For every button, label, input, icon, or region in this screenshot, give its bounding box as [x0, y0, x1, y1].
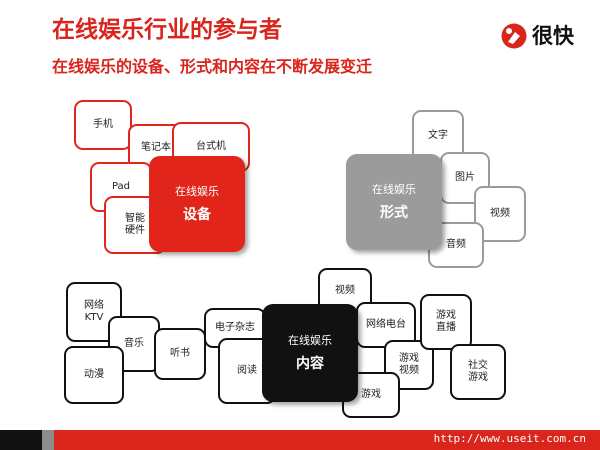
- footer-bar-gray: [42, 430, 54, 450]
- form-label: 图片: [455, 172, 475, 183]
- content-label: 电子杂志: [215, 322, 255, 333]
- hub-topic: 内容: [296, 355, 324, 372]
- hub-label: 在线娱乐: [372, 182, 416, 196]
- footer-bar-red: [54, 430, 600, 450]
- device-label: 台式机: [196, 141, 226, 152]
- brand-logo: 很快: [500, 22, 600, 50]
- footer-bar-black: [0, 430, 42, 450]
- device-label: Pad: [111, 181, 131, 192]
- content-label: 网络 KTV: [84, 300, 104, 323]
- content-game-video-box: 游戏 视频: [384, 340, 434, 390]
- content-label: 听书: [170, 348, 190, 359]
- hub-label: 在线娱乐: [175, 184, 219, 198]
- device-hub: 在线娱乐 设备: [149, 156, 245, 252]
- page-title: 在线娱乐行业的参与者: [52, 17, 282, 43]
- logo-mark-icon: [501, 23, 527, 49]
- form-image-box: 图片: [440, 152, 490, 204]
- logo-text: 很快: [532, 24, 574, 48]
- content-label: 动漫: [84, 369, 104, 380]
- device-phone-box: 手机: [74, 100, 132, 150]
- hub-label: 在线娱乐: [288, 333, 332, 347]
- content-label: 游戏: [361, 389, 381, 400]
- form-hub: 在线娱乐 形式: [346, 154, 442, 250]
- content-label: 游戏 视频: [399, 353, 419, 376]
- content-label: 音乐: [124, 338, 144, 349]
- content-anime-box: 动漫: [64, 346, 124, 404]
- content-audiobook-box: 听书: [154, 328, 206, 380]
- content-label: 社交 游戏: [468, 360, 488, 383]
- device-label: 智能 硬件: [125, 213, 145, 236]
- content-social-game-box: 社交 游戏: [450, 344, 506, 400]
- page-subtitle: 在线娱乐的设备、形式和内容在不断发展变迁: [52, 57, 373, 76]
- hub-topic: 形式: [380, 204, 408, 221]
- form-label: 音频: [446, 239, 466, 250]
- content-game-live-box: 游戏 直播: [420, 294, 472, 350]
- device-label: 手机: [93, 119, 113, 130]
- device-label: 笔记本: [141, 142, 171, 153]
- content-label: 视频: [335, 285, 355, 296]
- hub-topic: 设备: [183, 206, 211, 223]
- form-label: 视频: [490, 208, 510, 219]
- content-hub: 在线娱乐 内容: [262, 304, 358, 402]
- content-label: 阅读: [237, 365, 257, 376]
- content-label: 游戏 直播: [436, 310, 456, 333]
- form-label: 文字: [428, 130, 448, 141]
- content-label: 网络电台: [366, 319, 406, 330]
- footer-url: http://www.useit.com.cn: [433, 432, 586, 445]
